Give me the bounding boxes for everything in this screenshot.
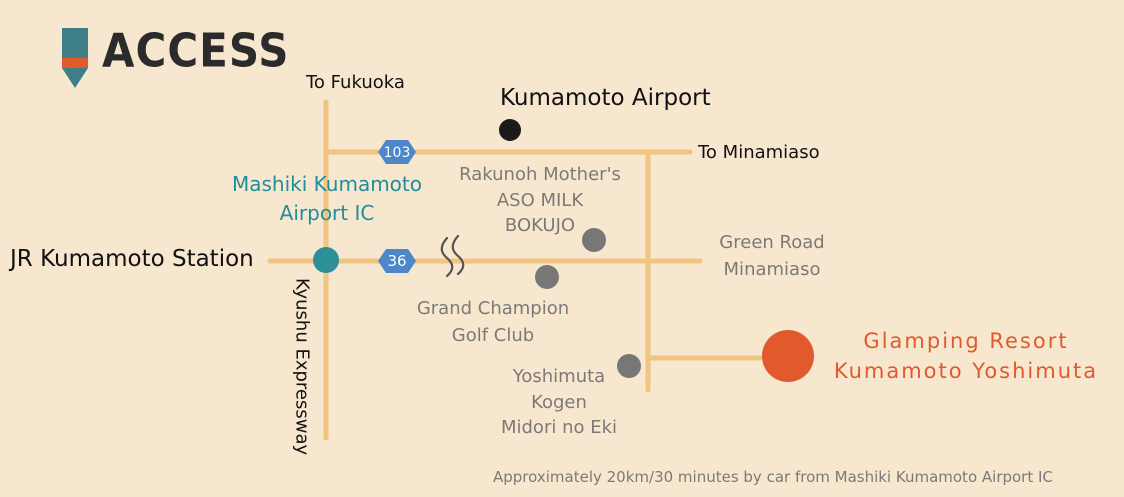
kogen-label: Yoshimuta Kogen Midori no Eki [501, 366, 617, 440]
kogen-label-line3: Midori no Eki [500, 417, 618, 438]
route-36-label: 36 [387, 252, 406, 270]
golf-label-line1: Grand Champion [416, 298, 570, 319]
destination-label: Glamping Resort Kumamoto Yoshimuta [834, 328, 1098, 385]
farm-label-line2: ASO MILK [496, 189, 584, 211]
kogen-label-line1: Yoshimuta [512, 366, 606, 387]
hot-spring-icon [440, 234, 465, 278]
kogen-marker [617, 354, 641, 378]
airport-marker [499, 119, 521, 141]
to-minamiaso-label: To Minamiaso [698, 142, 820, 163]
title-block: ACCESS [62, 23, 290, 88]
green-road-line2: Minamiaso [723, 258, 821, 280]
to-fukuoka-label: To Fukuoka [306, 72, 405, 93]
ic-label-line2: Airport IC [279, 201, 375, 225]
page-title: ACCESS [102, 23, 290, 78]
green-road-line1: Green Road [719, 232, 825, 253]
pencil-marker-icon [62, 28, 88, 88]
route-103-sign: 103 [378, 140, 416, 164]
ic-label-line1: Mashiki Kumamoto [232, 172, 422, 196]
golf-marker [535, 265, 559, 289]
footer-note: Approximately 20km/30 minutes by car fro… [493, 468, 1053, 486]
farm-marker [582, 228, 606, 252]
expressway-label: Kyushu Expressway [291, 278, 313, 456]
green-road-label: Green Road Minamiaso [719, 232, 824, 281]
destination-label-line2: Kumamoto Yoshimuta [833, 359, 1099, 384]
airport-label: Kumamoto Airport [500, 85, 711, 111]
route-103-label: 103 [384, 145, 411, 161]
station-label: JR Kumamoto Station [10, 246, 254, 272]
farm-label-line3: BOKUJO [504, 215, 576, 236]
golf-label-line2: Golf Club [451, 324, 535, 346]
ic-marker [313, 247, 339, 273]
golf-label: Grand Champion Golf Club [417, 298, 569, 347]
kogen-label-line2: Kogen [531, 391, 587, 413]
farm-label: Rakunoh Mother's ASO MILK BOKUJO [459, 164, 621, 238]
farm-label-line1: Rakunoh Mother's [459, 164, 621, 185]
ic-label: Mashiki Kumamoto Airport IC [232, 172, 422, 226]
destination-label-line1: Glamping Resort [863, 329, 1069, 353]
destination-marker [762, 330, 814, 382]
route-36-sign: 36 [378, 249, 416, 273]
